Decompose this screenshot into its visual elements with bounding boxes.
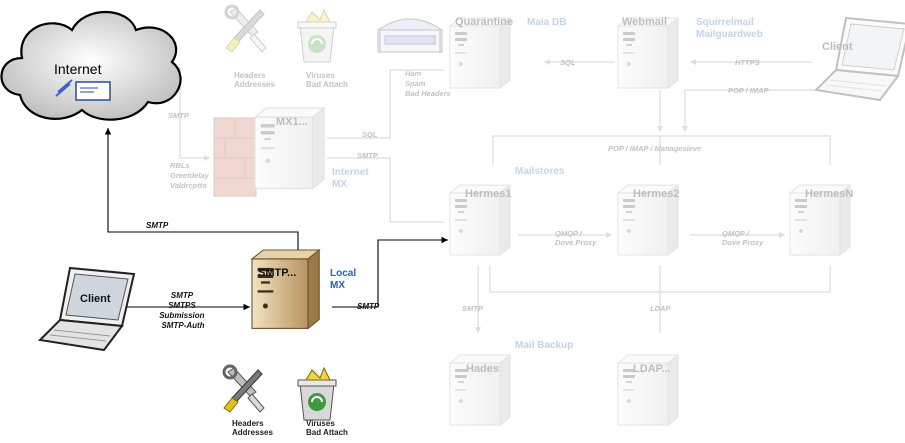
- qmqp2-label: QMQP /Dove Proxy: [722, 229, 764, 247]
- qmqp-line: Dove Proxy: [722, 238, 764, 247]
- client-label-faded: Client: [822, 41, 853, 53]
- maia-db-label: Maia DB: [527, 17, 566, 28]
- caption-line: Headers: [234, 71, 266, 80]
- smtp-internet-label: SMTP: [146, 221, 169, 230]
- webmail-server: [617, 17, 679, 89]
- ldap-label: LDAP...: [633, 363, 671, 375]
- smtp-internet-mx-label: SMTP: [168, 111, 190, 120]
- protocol-smtp: SMTP: [171, 291, 194, 300]
- qmqp1-label: QMQP /Dove Proxy: [555, 229, 597, 247]
- hermes2-label: Hermes2: [633, 188, 679, 200]
- smtp-hades-label: SMTP: [462, 304, 484, 313]
- bad-headers-label: Bad Headers: [405, 89, 451, 98]
- webmail-tag-line: Squirrelmail: [696, 17, 754, 28]
- smtp-server: [251, 249, 320, 329]
- mailstores-label: Mailstores: [515, 166, 565, 177]
- protocol-submission: Submission: [159, 311, 204, 320]
- caption-line: Addresses: [232, 428, 273, 437]
- quarantine-server: [449, 17, 511, 89]
- internet-mx-line: MX: [332, 179, 347, 190]
- ham-label: Ham: [405, 69, 422, 78]
- valdrcptto-label: Valdrcptto: [170, 181, 207, 190]
- quarantine-items: Ham Spam Bad Headers: [405, 69, 451, 98]
- hermesn-label: HermesN: [805, 188, 853, 200]
- spam-label: Spam: [405, 79, 426, 88]
- https-label: HTTPS: [735, 58, 760, 67]
- ldap-link-label: LDAP: [650, 304, 671, 313]
- internet-cloud: Internet: [0, 10, 182, 121]
- caption-line: Viruses: [306, 419, 335, 428]
- tools-icon: [222, 364, 266, 414]
- local-mx-line: MX: [330, 280, 345, 291]
- caption-line: Bad Attach: [306, 428, 348, 437]
- client-label: Client: [80, 293, 111, 305]
- quarantine-label: Quarantine: [455, 16, 513, 28]
- smtp-hermes-label: SMTP: [357, 302, 380, 311]
- pop-imap-manage-label: POP / IMAP / Managesieve: [608, 144, 701, 153]
- internet-mx-line: Internet: [332, 167, 369, 178]
- qmqp-line: QMQP /: [722, 229, 750, 238]
- caption-line: Addresses: [234, 80, 275, 89]
- mx1-label: MX1...: [276, 116, 308, 128]
- smtp-mx-hermes-label: SMTP: [357, 151, 379, 160]
- recycle-bin-icon-faded: [297, 9, 337, 63]
- client-protocols: SMTP SMTPS Submission SMTP-Auth: [159, 291, 207, 330]
- caption-line: Bad Attach: [306, 80, 348, 89]
- caption-line: Headers: [232, 419, 264, 428]
- mail-backup-label: Mail Backup: [515, 340, 573, 351]
- qmqp-line: Dove Proxy: [555, 238, 597, 247]
- qmqp-line: QMQP /: [555, 229, 583, 238]
- pop-imap-label: POP / IMAP: [728, 86, 770, 95]
- tools-icon-faded: [224, 4, 268, 54]
- rbl-labels: RBLs Greetdelay Valdrcptto: [170, 161, 211, 190]
- protocol-smtps: SMTPS: [168, 301, 196, 310]
- webmail-tag-line: Mailguardweb: [696, 29, 763, 40]
- hades-label: Hades: [466, 363, 499, 375]
- client-laptop-faded: [815, 17, 905, 101]
- client-laptop: [39, 267, 135, 351]
- webmail-label: Webmail: [622, 16, 667, 28]
- hermes1-label: Hermes1: [465, 188, 511, 200]
- smtp-to-internet-line: [104, 128, 299, 250]
- caption-line: Viruses: [306, 71, 335, 80]
- protocol-smtp-auth: SMTP-Auth: [161, 321, 204, 330]
- greetdelay-label: Greetdelay: [170, 171, 210, 180]
- mx1-firewall: [213, 117, 257, 197]
- internet-label: Internet: [54, 61, 102, 77]
- smtp-to-hermes-line: [332, 236, 448, 308]
- smtp-server-label: SMTP...: [258, 267, 296, 279]
- mail-envelope-icon: [55, 79, 111, 101]
- local-mx-line: Local: [330, 268, 356, 279]
- sql-mx-quarantine-label: SQL: [362, 130, 378, 139]
- quarantine-vault-icon: [377, 18, 443, 53]
- rbl-label: RBLs: [170, 161, 190, 170]
- recycle-bin-icon: [297, 367, 337, 421]
- sql-webmail-label: SQL: [560, 58, 576, 67]
